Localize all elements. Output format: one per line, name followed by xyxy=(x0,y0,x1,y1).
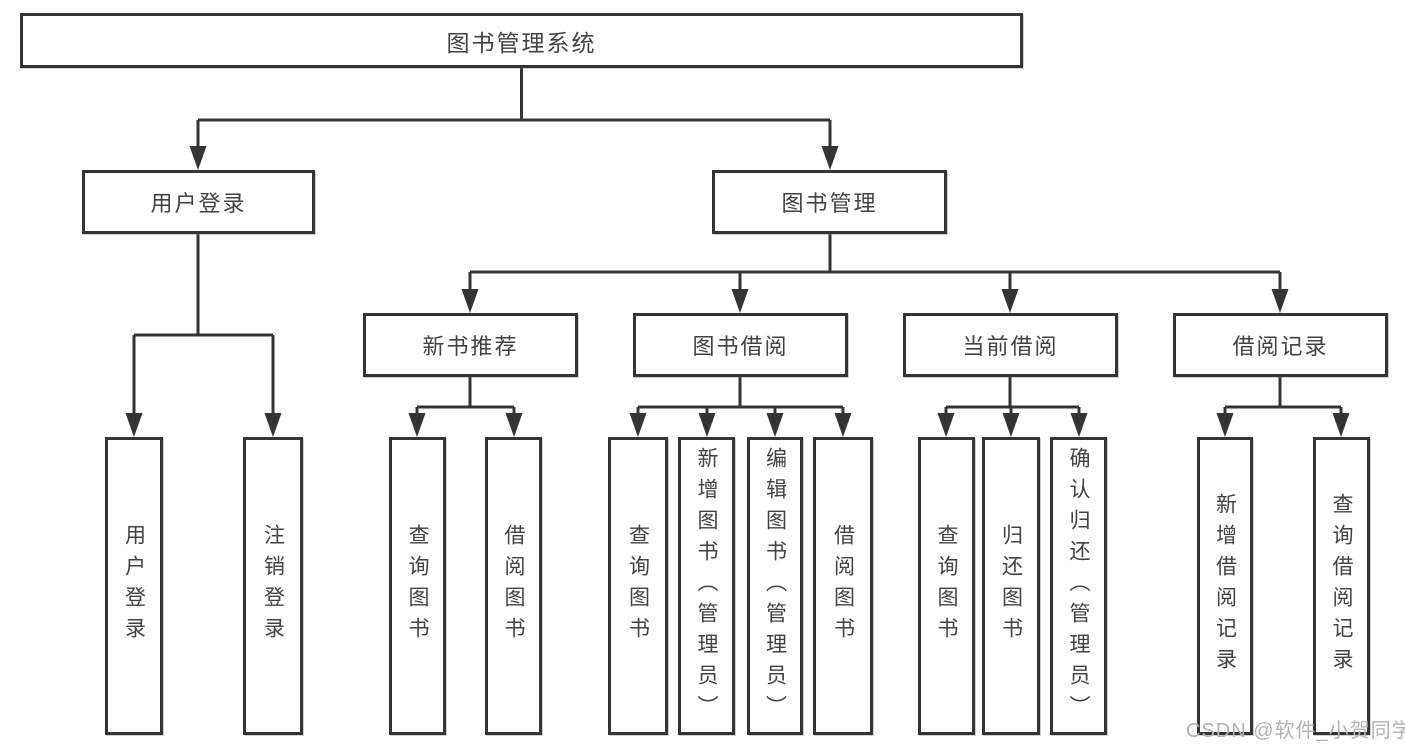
leaf-confirm-return-admin: 确认归还（管理员） xyxy=(1050,437,1107,735)
leaf-query-books-current: 查询图书 xyxy=(918,437,975,735)
connector-borrow-records xyxy=(1223,377,1343,415)
arrow-down-icon xyxy=(629,413,647,437)
node-book-management: 图书管理 xyxy=(712,170,947,234)
leaf-borrow-books: 借阅图书 xyxy=(813,437,873,735)
arrow-down-icon xyxy=(461,289,479,313)
connector-new-book-recommend xyxy=(415,377,516,415)
connector-book-borrow xyxy=(636,377,845,415)
arrow-down-icon xyxy=(1001,289,1019,313)
watermark: CSDN @软件_小贺同学 xyxy=(1186,720,1405,742)
arrow-down-icon xyxy=(937,413,955,437)
node-new-book-recommend: 新书推荐 xyxy=(363,313,578,377)
leaf-add-book-admin: 新增图书（管理员） xyxy=(678,437,735,735)
connector-current-borrow xyxy=(944,377,1081,415)
node-root: 图书管理系统 xyxy=(20,13,1023,68)
arrow-down-icon xyxy=(834,413,852,437)
arrow-down-icon xyxy=(1271,289,1289,313)
leaf-borrow-books-recommend: 借阅图书 xyxy=(485,437,542,735)
leaf-return-books: 归还图书 xyxy=(982,437,1040,735)
leaf-query-borrow-record: 查询借阅记录 xyxy=(1313,437,1370,735)
arrow-down-icon xyxy=(189,146,207,170)
arrow-down-icon xyxy=(731,289,749,313)
leaf-query-books-recommend: 查询图书 xyxy=(389,437,446,735)
leaf-logout: 注销登录 xyxy=(243,437,303,735)
arrow-down-icon xyxy=(766,413,784,437)
arrow-down-icon xyxy=(264,413,282,437)
leaf-user-login: 用户登录 xyxy=(105,437,163,735)
arrow-down-icon xyxy=(1216,413,1234,437)
connector-user-login xyxy=(132,234,275,415)
leaf-query-books-borrow: 查询图书 xyxy=(608,437,668,735)
leaf-add-borrow-record: 新增借阅记录 xyxy=(1197,437,1253,735)
arrow-down-icon xyxy=(125,413,143,437)
arrow-down-icon xyxy=(698,413,716,437)
node-user-login: 用户登录 xyxy=(82,170,315,234)
arrow-down-icon xyxy=(821,146,839,170)
connector-root xyxy=(196,68,832,150)
connector-book-management xyxy=(468,234,1282,291)
arrow-down-icon xyxy=(1332,413,1350,437)
arrow-down-icon xyxy=(505,413,523,437)
node-borrow-records: 借阅记录 xyxy=(1173,313,1388,377)
arrow-down-icon xyxy=(408,413,426,437)
arrow-down-icon xyxy=(1070,413,1088,437)
node-book-borrow: 图书借阅 xyxy=(633,313,848,377)
arrow-down-icon xyxy=(1002,413,1020,437)
leaf-edit-book-admin: 编辑图书（管理员） xyxy=(747,437,803,735)
node-current-borrow: 当前借阅 xyxy=(903,313,1118,377)
